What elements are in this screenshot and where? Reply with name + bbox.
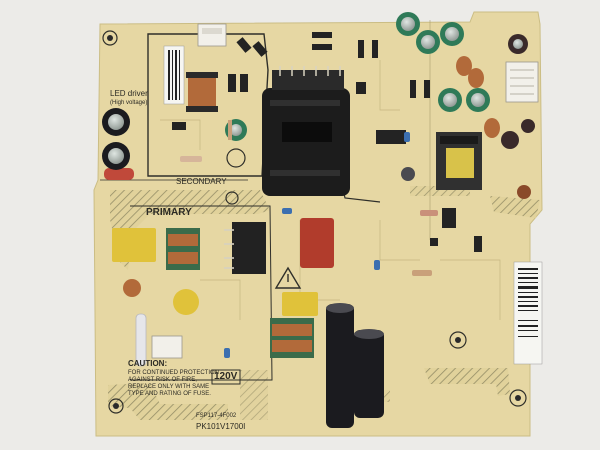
led-driver-label: LED driver xyxy=(110,89,148,98)
secondary-label: SECONDARY xyxy=(176,177,227,186)
voltage-label: 120V xyxy=(214,371,238,382)
connector-bottom xyxy=(151,335,183,359)
bridge-rectifier xyxy=(232,222,266,274)
part-number-label: PK101V1700I xyxy=(196,422,246,431)
fuse xyxy=(135,313,147,367)
yellow-disc-capacitor xyxy=(173,289,199,315)
red-varistor xyxy=(300,218,334,268)
hazard-triangle xyxy=(274,266,302,289)
bulk-capacitor-1 xyxy=(326,304,354,428)
black-capacitors xyxy=(102,34,535,199)
model-label: FSP117-4F002 xyxy=(196,413,237,419)
bulk-capacitor-2 xyxy=(354,330,384,418)
connector-right xyxy=(505,61,539,103)
green-capacitors xyxy=(225,12,490,141)
caution-line-1: FOR CONTINUED PROTECTION xyxy=(128,370,219,376)
x-capacitor-bottom xyxy=(282,292,318,316)
caution-line-4: TYPE AND RATING OF FUSE. xyxy=(128,391,211,397)
x-capacitor-left xyxy=(112,228,156,262)
connector-top xyxy=(197,23,227,47)
high-voltage-label: (High voltage) xyxy=(110,100,148,106)
caution-label: CAUTION: xyxy=(128,359,168,368)
red-cap-small xyxy=(104,168,134,180)
caution-line-3: REPLACE ONLY WITH SAME xyxy=(128,384,210,390)
primary-label: PRIMARY xyxy=(146,207,192,218)
barcode-sticker-top xyxy=(163,45,185,105)
inductor-coil xyxy=(188,74,216,110)
caution-line-2: AGAINST RISK OF FIRE, xyxy=(128,377,197,383)
